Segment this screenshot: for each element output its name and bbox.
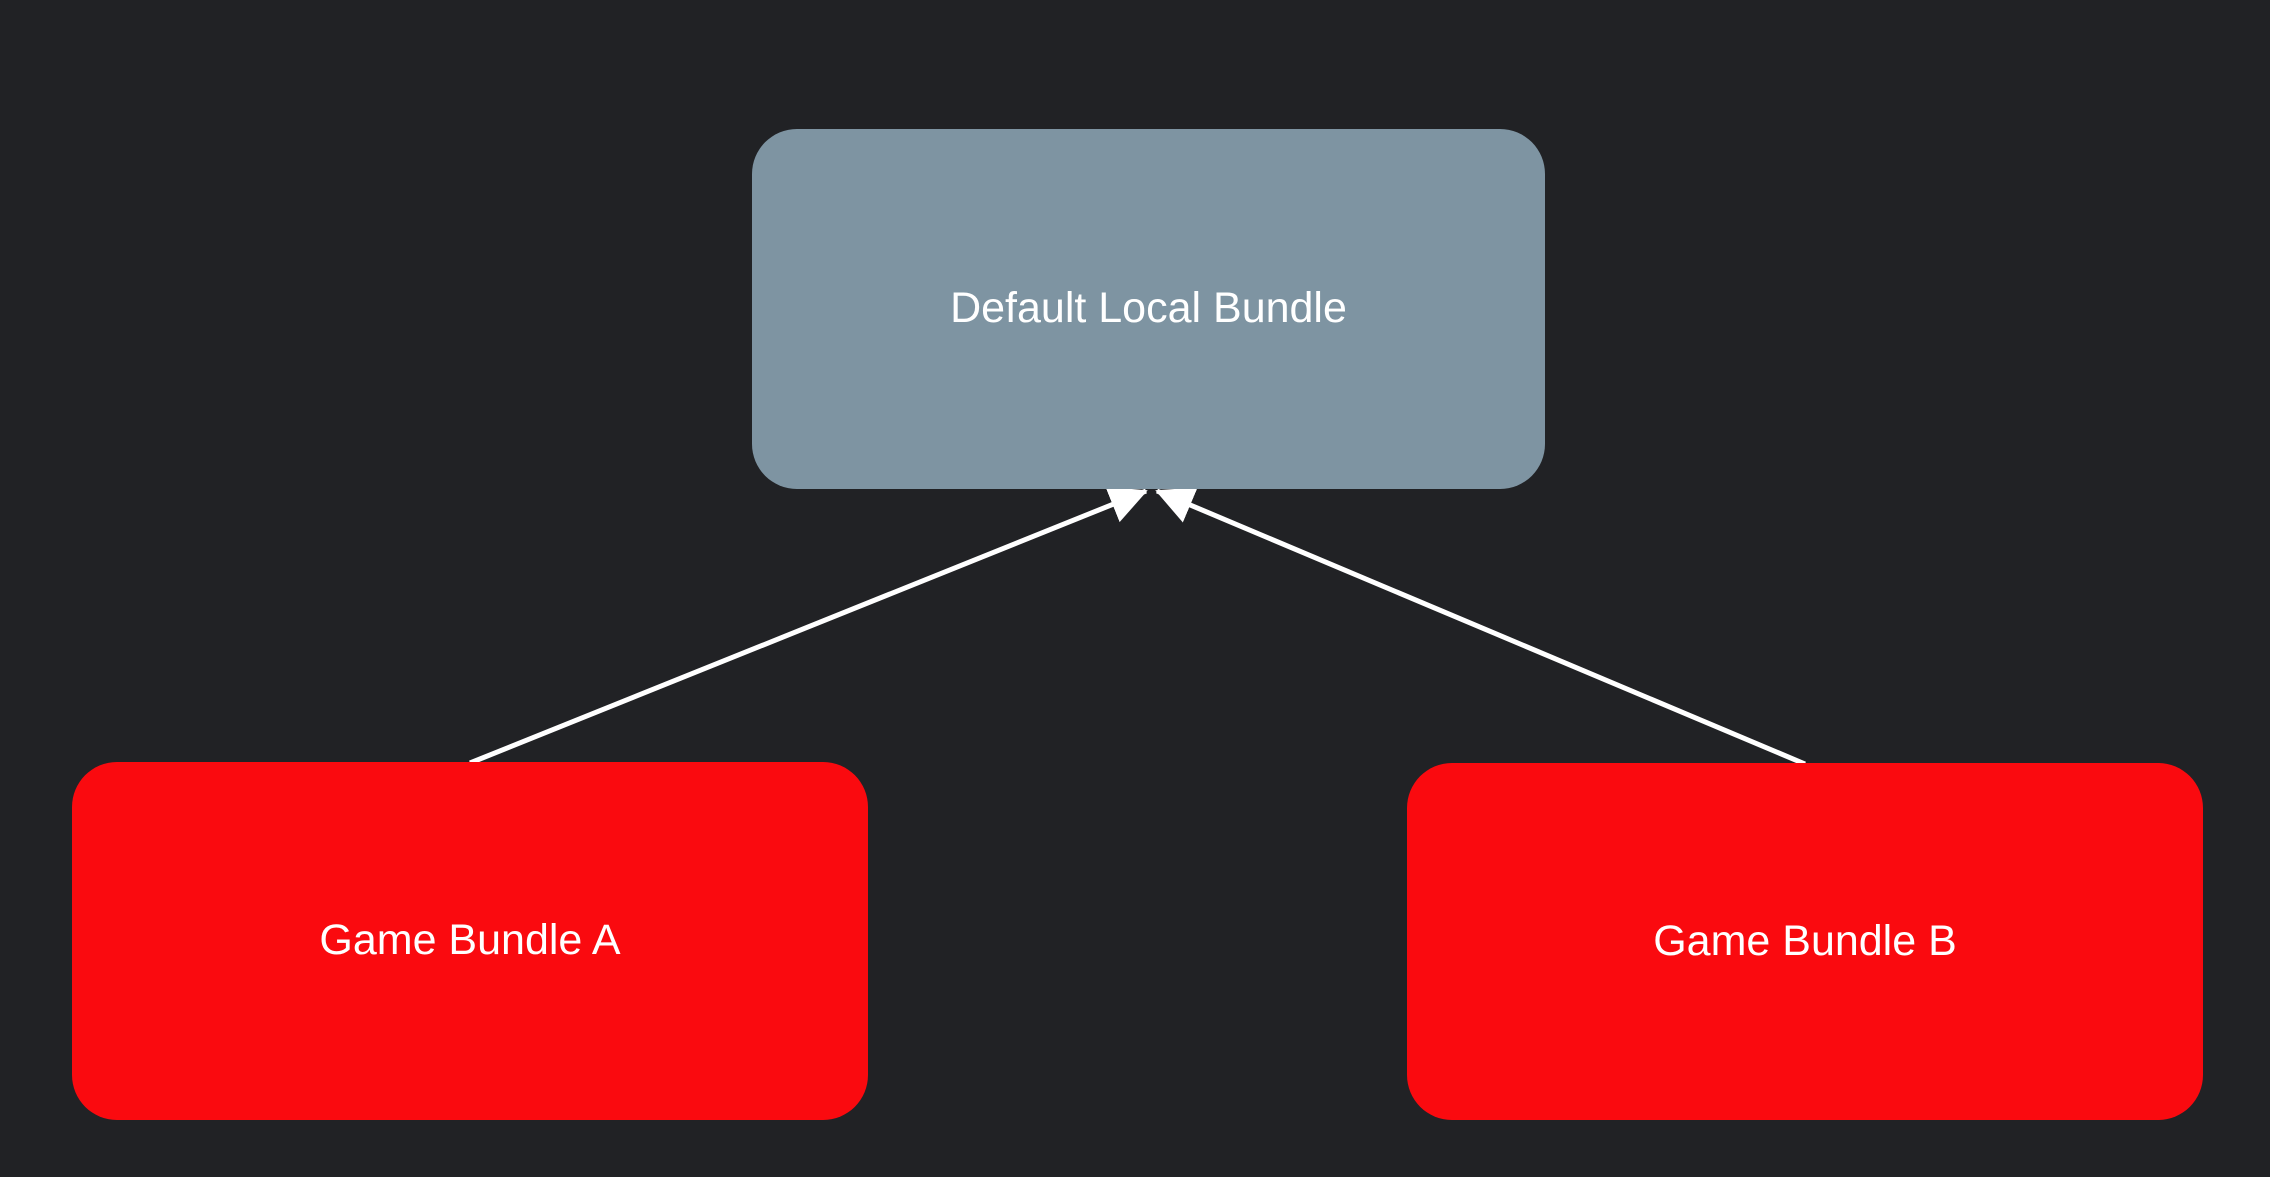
node-game-bundle-b[interactable]: Game Bundle B [1407, 763, 2203, 1120]
node-default-local-bundle[interactable]: Default Local Bundle [752, 129, 1545, 489]
node-game-bundle-a[interactable]: Game Bundle A [72, 762, 868, 1120]
edge-game-bundle-b-to-default-local-bundle[interactable] [1155, 487, 1806, 767]
node-game-bundle-a-label: Game Bundle A [319, 916, 621, 965]
edge-game-bundle-a-to-default-local-bundle[interactable] [469, 486, 1148, 766]
node-game-bundle-b-label: Game Bundle B [1653, 916, 1957, 965]
node-default-local-bundle-label: Default Local Bundle [950, 284, 1347, 333]
